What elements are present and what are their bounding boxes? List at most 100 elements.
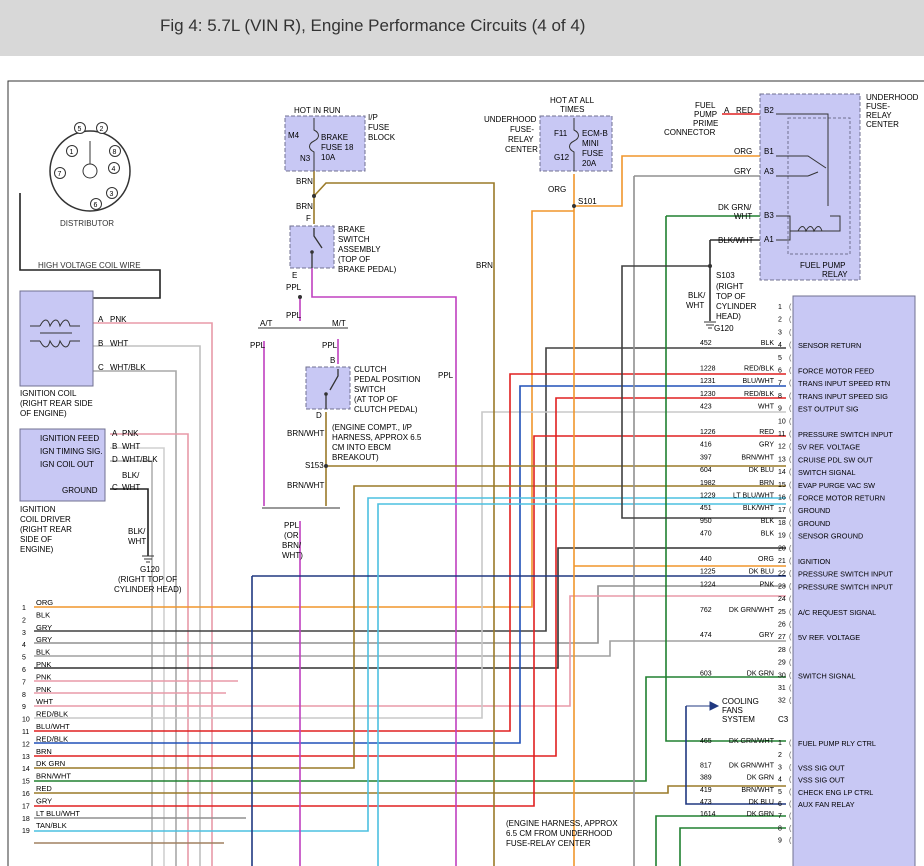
wire-left-16	[34, 435, 786, 807]
driver-pin-c: C	[112, 483, 118, 492]
brake-label-1: BRAKE	[338, 225, 365, 234]
c3-pin-color: DK GRN	[747, 811, 774, 818]
brake-label-2: SWITCH	[338, 235, 370, 244]
relay-pin-b2: B2	[764, 106, 774, 115]
wire-left-1	[34, 210, 574, 608]
pcm-pin-signal: TRANS INPUT SPEED SIG	[798, 392, 888, 401]
splice-brn	[312, 194, 316, 198]
pcm-pin-number: 4	[778, 342, 782, 349]
left-wire-color: TAN/BLK	[36, 821, 67, 830]
pcm-pin-bracket: (	[789, 533, 792, 540]
s103-label: S103	[716, 271, 735, 280]
pcm-pin-bracket: (	[789, 685, 792, 692]
wire-left-14	[34, 676, 786, 782]
driver-wire-a: PNK	[122, 429, 139, 438]
ppl-note-4: WHT)	[282, 551, 303, 560]
pcm-pin-color: DK GRN	[747, 670, 774, 677]
pcm-pin-signal: GROUND	[798, 519, 830, 528]
pcm-pin-signal: A/C REQUEST SIGNAL	[798, 608, 876, 617]
brake-switch-body	[289, 225, 335, 269]
fuse-element-icon	[309, 118, 319, 171]
pcm-pin-color: LT BLU/WHT	[733, 493, 775, 500]
pcm-pin-bracket: (	[789, 507, 792, 514]
cooling-fans-3: SYSTEM	[722, 715, 755, 724]
left-wire-number: 7	[22, 679, 26, 686]
pcm-pin-signal: TRANS INPUT SPEED RTN	[798, 379, 890, 388]
cooling-fans-1: COOLING	[722, 697, 759, 706]
pcm-pin-bracket: (	[789, 317, 792, 324]
left-wire-color: RED	[36, 784, 52, 793]
wire-label-ppl-mt: PPL	[322, 341, 338, 350]
pcm-pin-number: 18	[778, 520, 786, 527]
cooling-fans-arrow-icon	[686, 701, 720, 711]
pcm-pin-circuit: 1224	[700, 581, 716, 588]
pcm-pin-circuit: 1982	[700, 480, 716, 487]
s103-note-4: HEAD)	[716, 312, 741, 321]
coil-pin-c: C	[98, 363, 104, 372]
relay-pin-a3: A3	[764, 167, 774, 176]
ground-wire-label-2: WHT	[128, 537, 146, 546]
pcm-pin-number: 30	[778, 672, 786, 679]
ppl-note-2: (OR	[284, 531, 299, 540]
pcm-pin-bracket: (	[789, 304, 792, 311]
c3-pin-circuit: 1614	[700, 811, 716, 818]
left-wire-color: RED/BLK	[36, 710, 68, 719]
pcm-pin-signal: PRESSURE SWITCH INPUT	[798, 582, 893, 591]
clutch-label-2: PEDAL POSITION	[354, 375, 421, 384]
pcm-pin-circuit: 1231	[700, 378, 716, 385]
harness-note: (ENGINE HARNESS, APPROX 6.5 CM FROM UNDE…	[506, 819, 618, 848]
clutch-contact-dot	[324, 392, 328, 396]
wire-s103-left	[621, 265, 786, 519]
left-wire-color: GRY	[36, 635, 52, 644]
c3-pin-color: DK GRN/WHT	[729, 738, 775, 745]
left-wire-number: 2	[22, 617, 26, 624]
relay-center-1: UNDERHOOD	[866, 93, 919, 102]
wire-label-ppl-1: PPL	[286, 283, 302, 292]
fuse-brake-1: BRAKE	[321, 133, 348, 142]
ecm-terminal-g12: G12	[554, 153, 570, 162]
fuel-pump-relay: FUEL PUMP PRIME CONNECTOR A RED ORG GRY …	[664, 93, 919, 333]
pcm-pin-signal: CRUISE PDL SW OUT	[798, 455, 873, 464]
s101-label: S101	[578, 197, 597, 206]
pcm-pin-color: DK BLU	[749, 569, 774, 576]
distributor-pin-number: 1	[70, 149, 74, 156]
pcm-pin-color: DK BLU	[749, 467, 774, 474]
wire-left-4	[34, 640, 786, 657]
wire-label-dkgrnwht-1: DK GRN/	[718, 203, 752, 212]
pcm-pin-number: 7	[778, 380, 782, 387]
wire-label-brn-1: BRN	[296, 177, 313, 186]
wire-label-ppl-at: PPL	[250, 341, 266, 350]
fuse-brake-2: FUSE 18	[321, 143, 354, 152]
pcm-pin-circuit: 440	[700, 556, 712, 563]
relay-center-3: RELAY	[866, 111, 892, 120]
brake-label-5: BRAKE PEDAL)	[338, 265, 397, 274]
left-wire-color: BLU/WHT	[36, 722, 70, 731]
harness-note-1: (ENGINE HARNESS, APPROX	[506, 819, 618, 828]
splice-s153	[324, 464, 328, 468]
pcm-connector-body	[792, 295, 916, 866]
distributor-pin	[66, 145, 78, 157]
left-wire-color: DK GRN	[36, 759, 65, 768]
c3-pin-color: DK GRN	[747, 775, 774, 782]
left-wire-number: 4	[22, 642, 26, 649]
relay-name-1: FUEL PUMP	[800, 261, 846, 270]
wire-driver-pnk	[110, 433, 189, 866]
wire-driver-ground	[110, 488, 149, 556]
left-wire-number: 13	[22, 754, 30, 761]
pcm-pin-circuit: 452	[700, 340, 712, 347]
pcm-pin-color: BLK	[761, 531, 775, 538]
left-wire-number: 10	[22, 717, 30, 724]
wire-s101-org	[574, 155, 762, 207]
wire-label-blkwht-s103-2: WHT	[686, 301, 704, 310]
pcm-pin-bracket: (	[789, 368, 792, 375]
pcm-pin-number: 22	[778, 571, 786, 578]
pcm-pin-signal: IGNITION	[798, 557, 830, 566]
left-wire-labels: 1ORG2BLK3GRY4GRY5BLK6PNK7PNK8PNK9WHT10RE…	[22, 598, 80, 835]
left-wire-color: BLK	[36, 648, 50, 657]
distributor-pin-number: 5	[78, 126, 82, 133]
s153-note-1: (ENGINE COMPT., I/P	[332, 423, 412, 432]
s153-note-2: HARNESS, APPROX 6.5	[332, 433, 422, 442]
c3-pin-bracket: (	[789, 813, 792, 820]
wire-left-11	[34, 385, 786, 744]
